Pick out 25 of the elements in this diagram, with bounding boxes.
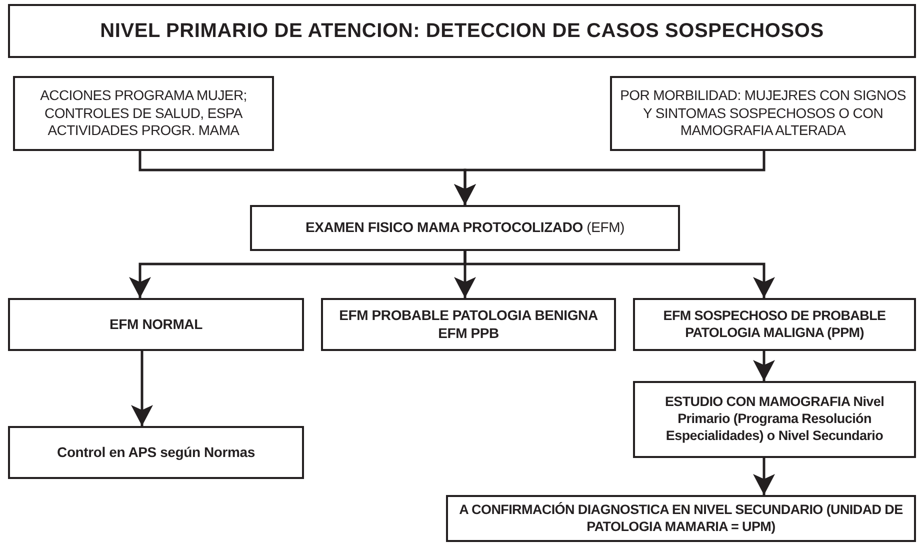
- box-text: POR MORBILIDAD: MUJEJRES CON SIGNOS Y SINTOMAS SOSPECHOSOS O CON MAMOGRAFIA ALTERADA: [620, 87, 906, 140]
- title-box: [8, 4, 916, 58]
- process-box: [13, 76, 274, 151]
- process-box: [8, 298, 304, 351]
- process-box: [8, 426, 304, 479]
- box-text: EFM PROBABLE PATOLOGIA BENIGNA EFM PPB: [338, 307, 599, 342]
- process-box: [633, 381, 916, 458]
- box-text: NIVEL PRIMARIO DE ATENCION: DETECCION DE CASOS SOSPECHOSOS: [100, 18, 824, 44]
- arrow: [753, 458, 775, 495]
- arrow: [131, 351, 153, 426]
- arrow: [454, 151, 766, 205]
- box-text: EFM SOSPECHOSO DE PROBABLE PATOLOGIA MALIGNA (PPM): [662, 308, 887, 342]
- process-box: [633, 298, 916, 351]
- box-text: ESTUDIO CON MAMOGRAFIA Nivel Primario (Programa Resolución Especialidades) o Nivel Secundario: [664, 394, 886, 445]
- box-text: ACCIONES PROGRAMA MUJER; CONTROLES DE SALUD, ESPA ACTIVIDADES PROGR. MAMA: [39, 87, 248, 140]
- process-box: [250, 205, 680, 251]
- arrow: [464, 251, 775, 298]
- box-text: Control en APS según Normas: [57, 444, 255, 462]
- box-text: A CONFIRMACIÓN DIAGNOSTICA EN NIVEL SECUNDARIO (UNIDAD DE PATOLOGIA MAMARIA = UPM): [458, 502, 904, 536]
- arrow: [753, 351, 775, 381]
- process-box: [321, 298, 616, 351]
- box-text: EFM NORMAL: [110, 316, 202, 334]
- process-box: [610, 76, 916, 151]
- box-text: EXAMEN FISICO MAMA PROTOCOLIZADO (EFM): [305, 219, 625, 237]
- process-box: [446, 495, 916, 542]
